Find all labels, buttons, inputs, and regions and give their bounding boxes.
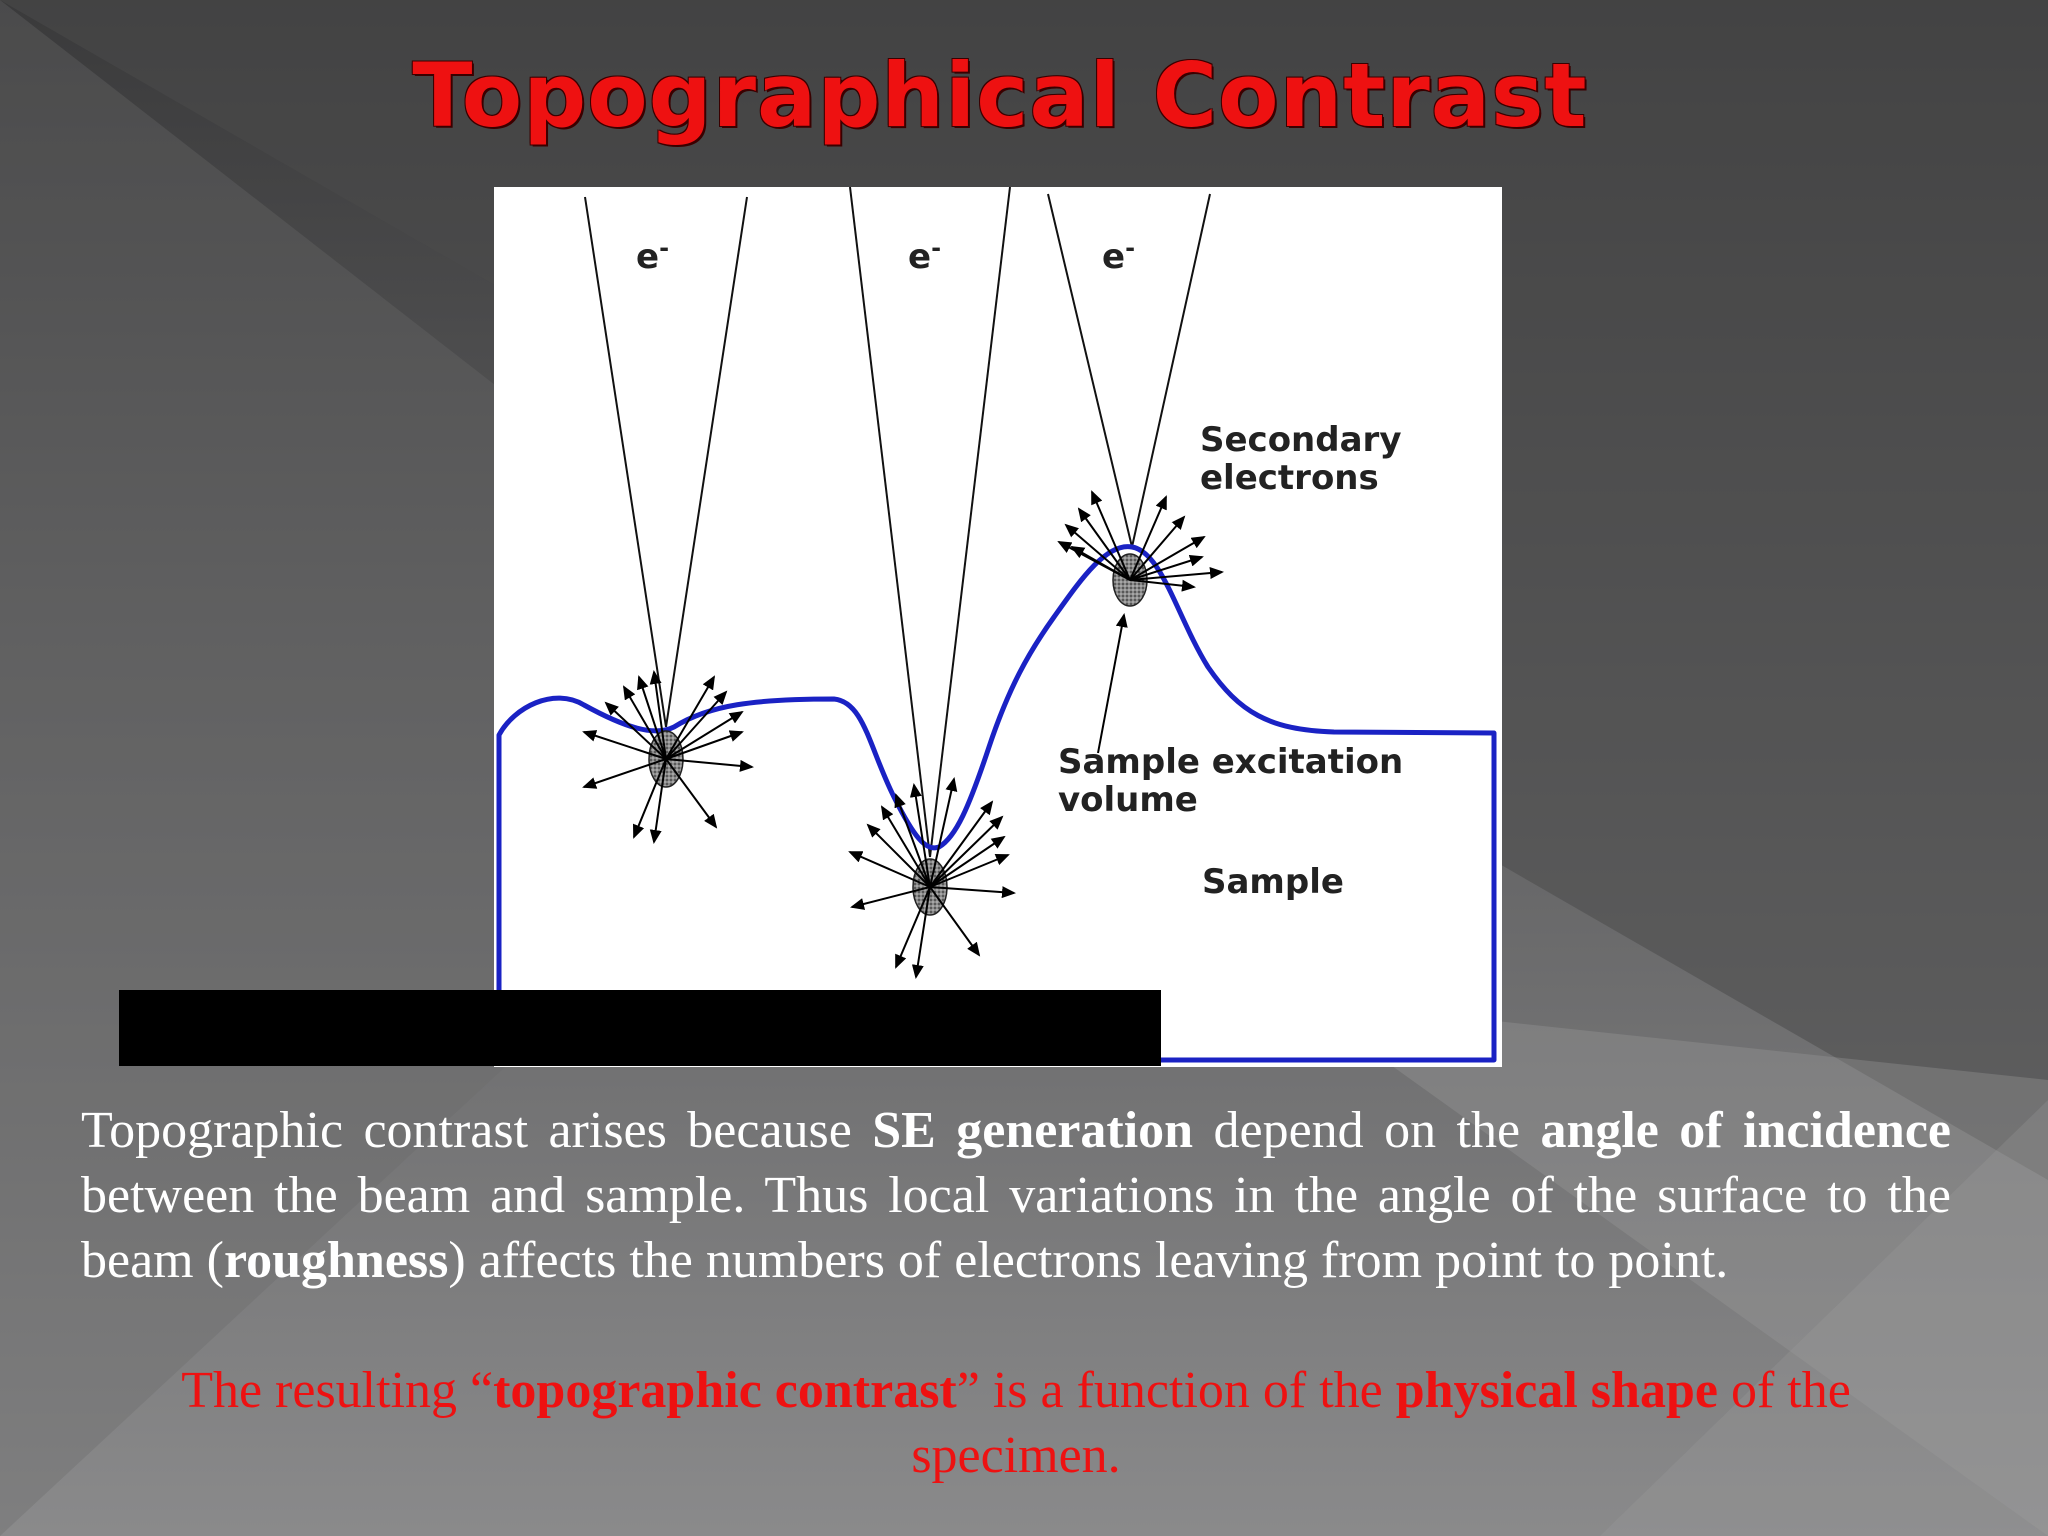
conclusion-statement: The resulting “topographic contrast” is … [181, 1362, 1851, 1484]
beam-lines [584, 187, 1211, 858]
slide-title: Topographical Contrast [412, 44, 1588, 147]
explanation-paragraph: Topographic contrast arises because SE g… [81, 1102, 1951, 1289]
redaction-bar [119, 990, 1161, 1066]
secondary-electron-arrows [582, 490, 1224, 979]
sample-surface-outline [496, 544, 1497, 1063]
se-topography-diagram: e- e- e- Secondary electrons Sample exci… [494, 187, 1502, 1067]
beam-label-2: e- [908, 234, 942, 277]
sample-label: Sample [1202, 862, 1344, 902]
diagram-drawing [496, 187, 1497, 1063]
secondary-electrons-label: Secondary electrons [1200, 420, 1402, 498]
excitation-pointer-line [1097, 613, 1128, 754]
beam-label-1: e- [636, 234, 670, 277]
beam-label-3: e- [1102, 234, 1136, 277]
excitation-volume-label: Sample excitation volume [1058, 742, 1404, 820]
